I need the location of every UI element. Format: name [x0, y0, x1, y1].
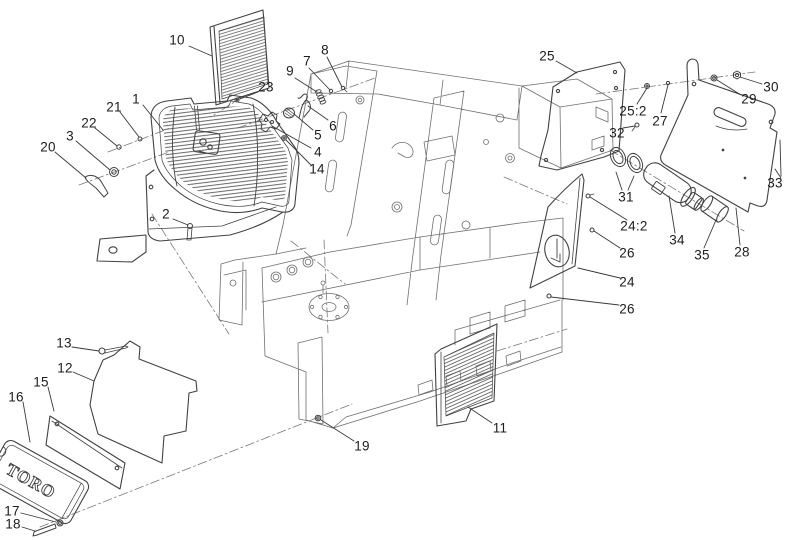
- washer-22: [116, 144, 122, 150]
- bolt-18: [32, 519, 64, 537]
- screw-19: [314, 414, 322, 422]
- screw-26b: [546, 293, 552, 299]
- left-access-panel: [538, 61, 626, 171]
- left-fasteners: [84, 136, 193, 241]
- screw-24-2: [585, 193, 591, 199]
- leader-lines: [20, 45, 782, 532]
- right-side-panel: [660, 58, 778, 213]
- chassis-frame: [218, 60, 614, 429]
- pin-8: [340, 85, 346, 91]
- handle-cutout: [713, 107, 747, 127]
- mount-plate-15: [45, 415, 126, 490]
- front-cover-assembly: [45, 340, 198, 490]
- upper-screen-panel: [209, 9, 270, 106]
- toro-logo-panel: TORO: [0, 439, 90, 525]
- latch-lever-6: [297, 93, 311, 119]
- washer-17: [56, 519, 64, 527]
- knob-5: [283, 107, 295, 119]
- sleeve: [700, 195, 729, 223]
- hook-20: [84, 174, 109, 198]
- clamp-screw-32: [634, 122, 640, 128]
- screw-14: [281, 135, 287, 141]
- grommet-3: [109, 167, 119, 177]
- cover-panel-12: [89, 340, 198, 464]
- hose-clamps: [609, 122, 644, 174]
- pin-27: [665, 80, 671, 86]
- grille-latch-parts: [258, 85, 348, 141]
- phantom-lines: [39, 71, 756, 528]
- latch-bracket-4: [258, 111, 281, 133]
- lower-right-panel: [529, 173, 595, 299]
- main-grille: [96, 94, 300, 263]
- screw-2: [187, 223, 193, 229]
- spring-9: [314, 89, 327, 105]
- washer-7: [328, 88, 334, 94]
- nut-30: [733, 70, 741, 80]
- screw-26a: [589, 227, 595, 233]
- screw-21: [137, 136, 143, 142]
- washer-29: [710, 74, 718, 82]
- muffler-tube: [643, 162, 704, 211]
- side-screen-panel: [434, 323, 498, 427]
